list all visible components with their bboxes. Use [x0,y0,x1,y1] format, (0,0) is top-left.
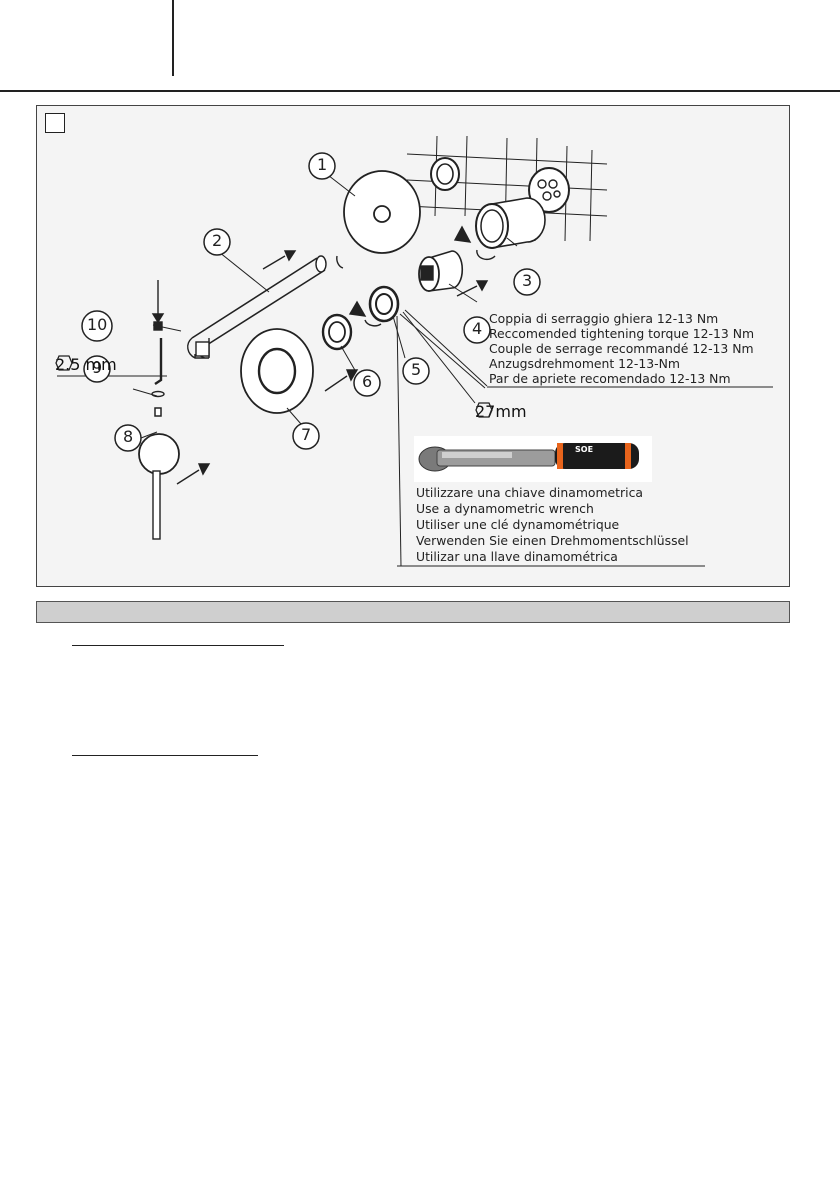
part-number-7: 7 [301,425,312,444]
wrench-note-fr: Utiliser une clé dynamométrique [416,517,620,532]
torque-note-es: Par de apriete recomendado 12-13 Nm [489,371,731,386]
part-number-6: 6 [362,372,373,391]
part-number-9: 9 [92,358,103,377]
figure-marker-box [45,113,65,133]
part-number-10: 10 [87,315,108,334]
nut-size: 27mm [475,402,527,421]
wrench-note-it: Utilizzare una chiave dinamometrica [416,485,643,500]
part-number-4: 4 [472,319,483,338]
part-6-ring [321,313,353,351]
exploded-assembly-figure: 1 2 3 4 5 6 7 8 9 10 2.5 mm 27mm Coppia … [36,105,790,587]
callout-2 [203,228,231,256]
torque-note-fr: Couple de serrage recommandé 12-13 Nm [489,341,754,356]
section-header-bar [36,601,790,623]
callout-8 [114,424,142,452]
torque-note-de: Anzugsdrehmoment 12-13-Nm [489,356,680,371]
wrench-brand-text: SOE [575,445,594,454]
callout-3 [513,268,541,296]
part-1-plate [343,170,421,254]
part-number-5: 5 [411,360,422,379]
callout-5 [402,357,430,385]
header-rule [0,90,840,92]
callout-10 [81,310,113,342]
torque-wrench-photo [414,436,652,482]
part-7-cover [240,328,314,414]
part-4-cartridge [418,250,464,292]
heading-underline-2 [72,755,258,756]
part-2-spout [187,255,327,359]
part-9-screw [151,390,165,417]
part-10-cap [151,280,165,331]
callout-4 [463,316,491,344]
header-divider [172,0,174,76]
part-number-8: 8 [123,427,134,446]
torque-note-en: Reccomended tightening torque 12-13 Nm [489,326,755,341]
wrench-note-en: Use a dynamometric wrench [416,501,594,516]
part-number-3: 3 [522,271,533,290]
callout-1 [308,152,336,180]
nut-size-label: 27mm [475,402,527,421]
hexagon-icon [55,355,73,371]
part-5-nut [368,285,400,323]
part-8-handle [138,433,180,540]
part-number-2: 2 [212,231,223,250]
callout-9 [83,355,111,383]
part-3-sleeve [475,197,546,249]
assembly-drawing [57,135,773,567]
wrench-note-de: Verwenden Sie einen Drehmomentschlüssel [416,533,689,548]
callout-6 [353,369,381,397]
part-number-1: 1 [317,155,328,174]
callout-7 [292,422,320,450]
hexagon-icon [475,402,493,418]
torque-note-it: Coppia di serraggio ghiera 12-13 Nm [489,311,719,326]
allen-key [154,338,163,385]
allen-key-size-label: 2.5 mm [55,355,117,374]
heading-underline-1 [72,645,284,646]
wrench-note-es: Utilizar una llave dinamométrica [416,549,618,564]
